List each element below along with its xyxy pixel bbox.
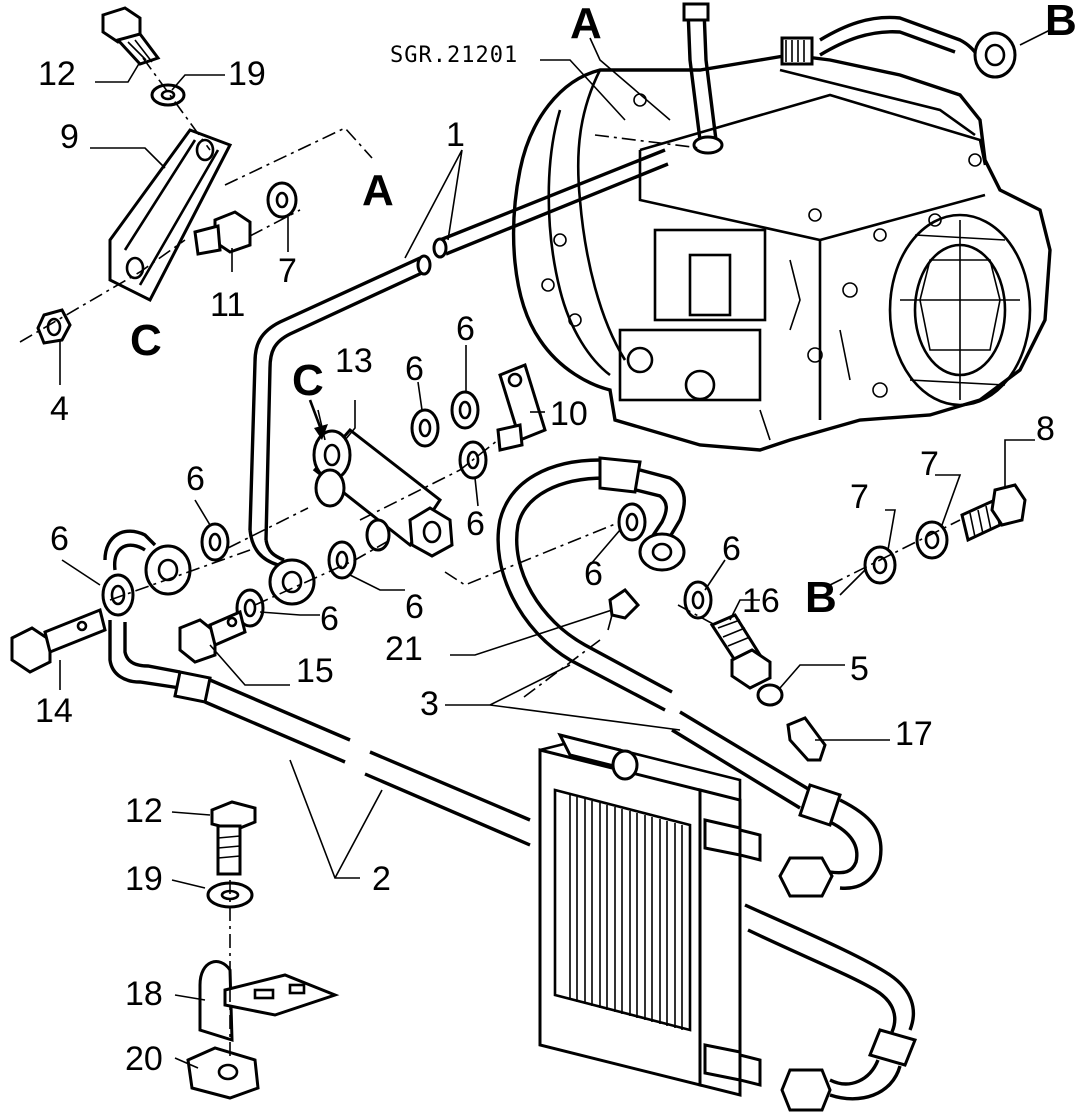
callout-11: 11: [210, 286, 245, 324]
callout-labels: SGR.21201 1 2 3 4 5 6 6 6 6 6 6 6 6 6 7 …: [35, 0, 1077, 1078]
connector-a-top: A: [570, 0, 602, 48]
union-16: [709, 613, 772, 690]
callout-5: 5: [850, 650, 869, 688]
nut-20: [186, 1046, 260, 1100]
assembly-axes: [19, 57, 961, 1060]
callout-6-e: 6: [466, 505, 485, 543]
clip-18: [198, 960, 340, 1043]
washer-7-top-hole: [275, 191, 289, 209]
washer-19-top: [150, 83, 186, 107]
callout-6-h: 6: [584, 555, 603, 593]
callout-4: 4: [50, 390, 69, 428]
callout-6-f: 6: [405, 588, 424, 626]
callout-17: 17: [895, 715, 933, 753]
callout-12-bottom: 12: [125, 792, 163, 830]
bolt-15: [178, 609, 247, 664]
washer-7-c: [915, 520, 949, 560]
callout-7-c: 7: [920, 445, 939, 483]
connector-b-top: B: [1045, 0, 1077, 45]
connector-c-mid: C: [292, 356, 324, 405]
nut-4-hole: [46, 317, 62, 337]
arrow-c-head: [314, 424, 328, 440]
callout-2: 2: [372, 860, 391, 898]
callout-6-d: 6: [50, 520, 69, 558]
washer-7-c-hole: [924, 530, 940, 550]
callout-1: 1: [446, 116, 465, 154]
callout-7-a: 7: [278, 252, 297, 290]
bracket-10: [496, 363, 547, 452]
sender-17: [786, 716, 827, 762]
washer-19-top-hole: [160, 89, 176, 101]
bolt-12-top: [101, 6, 161, 66]
connector-b-right: B: [805, 573, 837, 622]
callout-15: 15: [296, 652, 334, 690]
bolt-8: [960, 483, 1027, 543]
callout-3: 3: [420, 685, 439, 723]
callout-16: 16: [742, 582, 780, 620]
callout-18: 18: [125, 975, 163, 1013]
banjo-pipe-1-hole: [281, 570, 303, 594]
callout-12-top: 12: [38, 55, 76, 93]
bolt-14: [10, 607, 107, 674]
washer-7-top: [266, 181, 298, 219]
callout-6-a: 6: [405, 350, 424, 388]
banjo-pipe-2: [144, 544, 192, 596]
washers-6: [101, 390, 713, 628]
connector-c-left: C: [130, 316, 162, 365]
callout-8: 8: [1036, 410, 1055, 448]
bolt-12-bottom: [210, 800, 257, 876]
gearbox-housing: [511, 2, 1052, 452]
sender-21: [608, 588, 641, 620]
pipe-1: [248, 148, 669, 541]
callout-13: 13: [335, 342, 373, 380]
callout-6-g: 6: [320, 600, 339, 638]
connector-a-left: A: [362, 166, 394, 215]
nut-4: [36, 308, 72, 345]
callout-9: 9: [60, 118, 79, 156]
callout-14: 14: [35, 692, 73, 730]
sender-21-tip: [607, 614, 613, 631]
pipe-3: [496, 456, 883, 898]
callout-10: 10: [550, 395, 588, 433]
washer-7-b: [863, 545, 897, 585]
oil-cooler: [538, 732, 762, 1097]
callout-21: 21: [385, 630, 423, 668]
leader-lines: [59, 29, 1051, 1069]
callout-20: 20: [125, 1040, 163, 1078]
callout-6-b: 6: [456, 310, 475, 348]
callout-6-i: 6: [722, 530, 741, 568]
union-11: [193, 210, 252, 256]
union-body-13: [312, 427, 454, 558]
reference-code: SGR.21201: [390, 43, 518, 68]
bracket-9: [108, 128, 233, 303]
callout-6-c: 6: [186, 460, 205, 498]
callout-7-b: 7: [850, 478, 869, 516]
washer-5: [756, 683, 784, 707]
washer-7-b-hole: [872, 555, 888, 575]
pipe-2-end: [103, 529, 157, 571]
callout-19-bottom: 19: [125, 860, 163, 898]
callout-19-top: 19: [228, 55, 266, 93]
pipe-2: [108, 620, 918, 1112]
nut-20-hole: [217, 1063, 239, 1081]
pipe-1-end: [248, 529, 285, 567]
